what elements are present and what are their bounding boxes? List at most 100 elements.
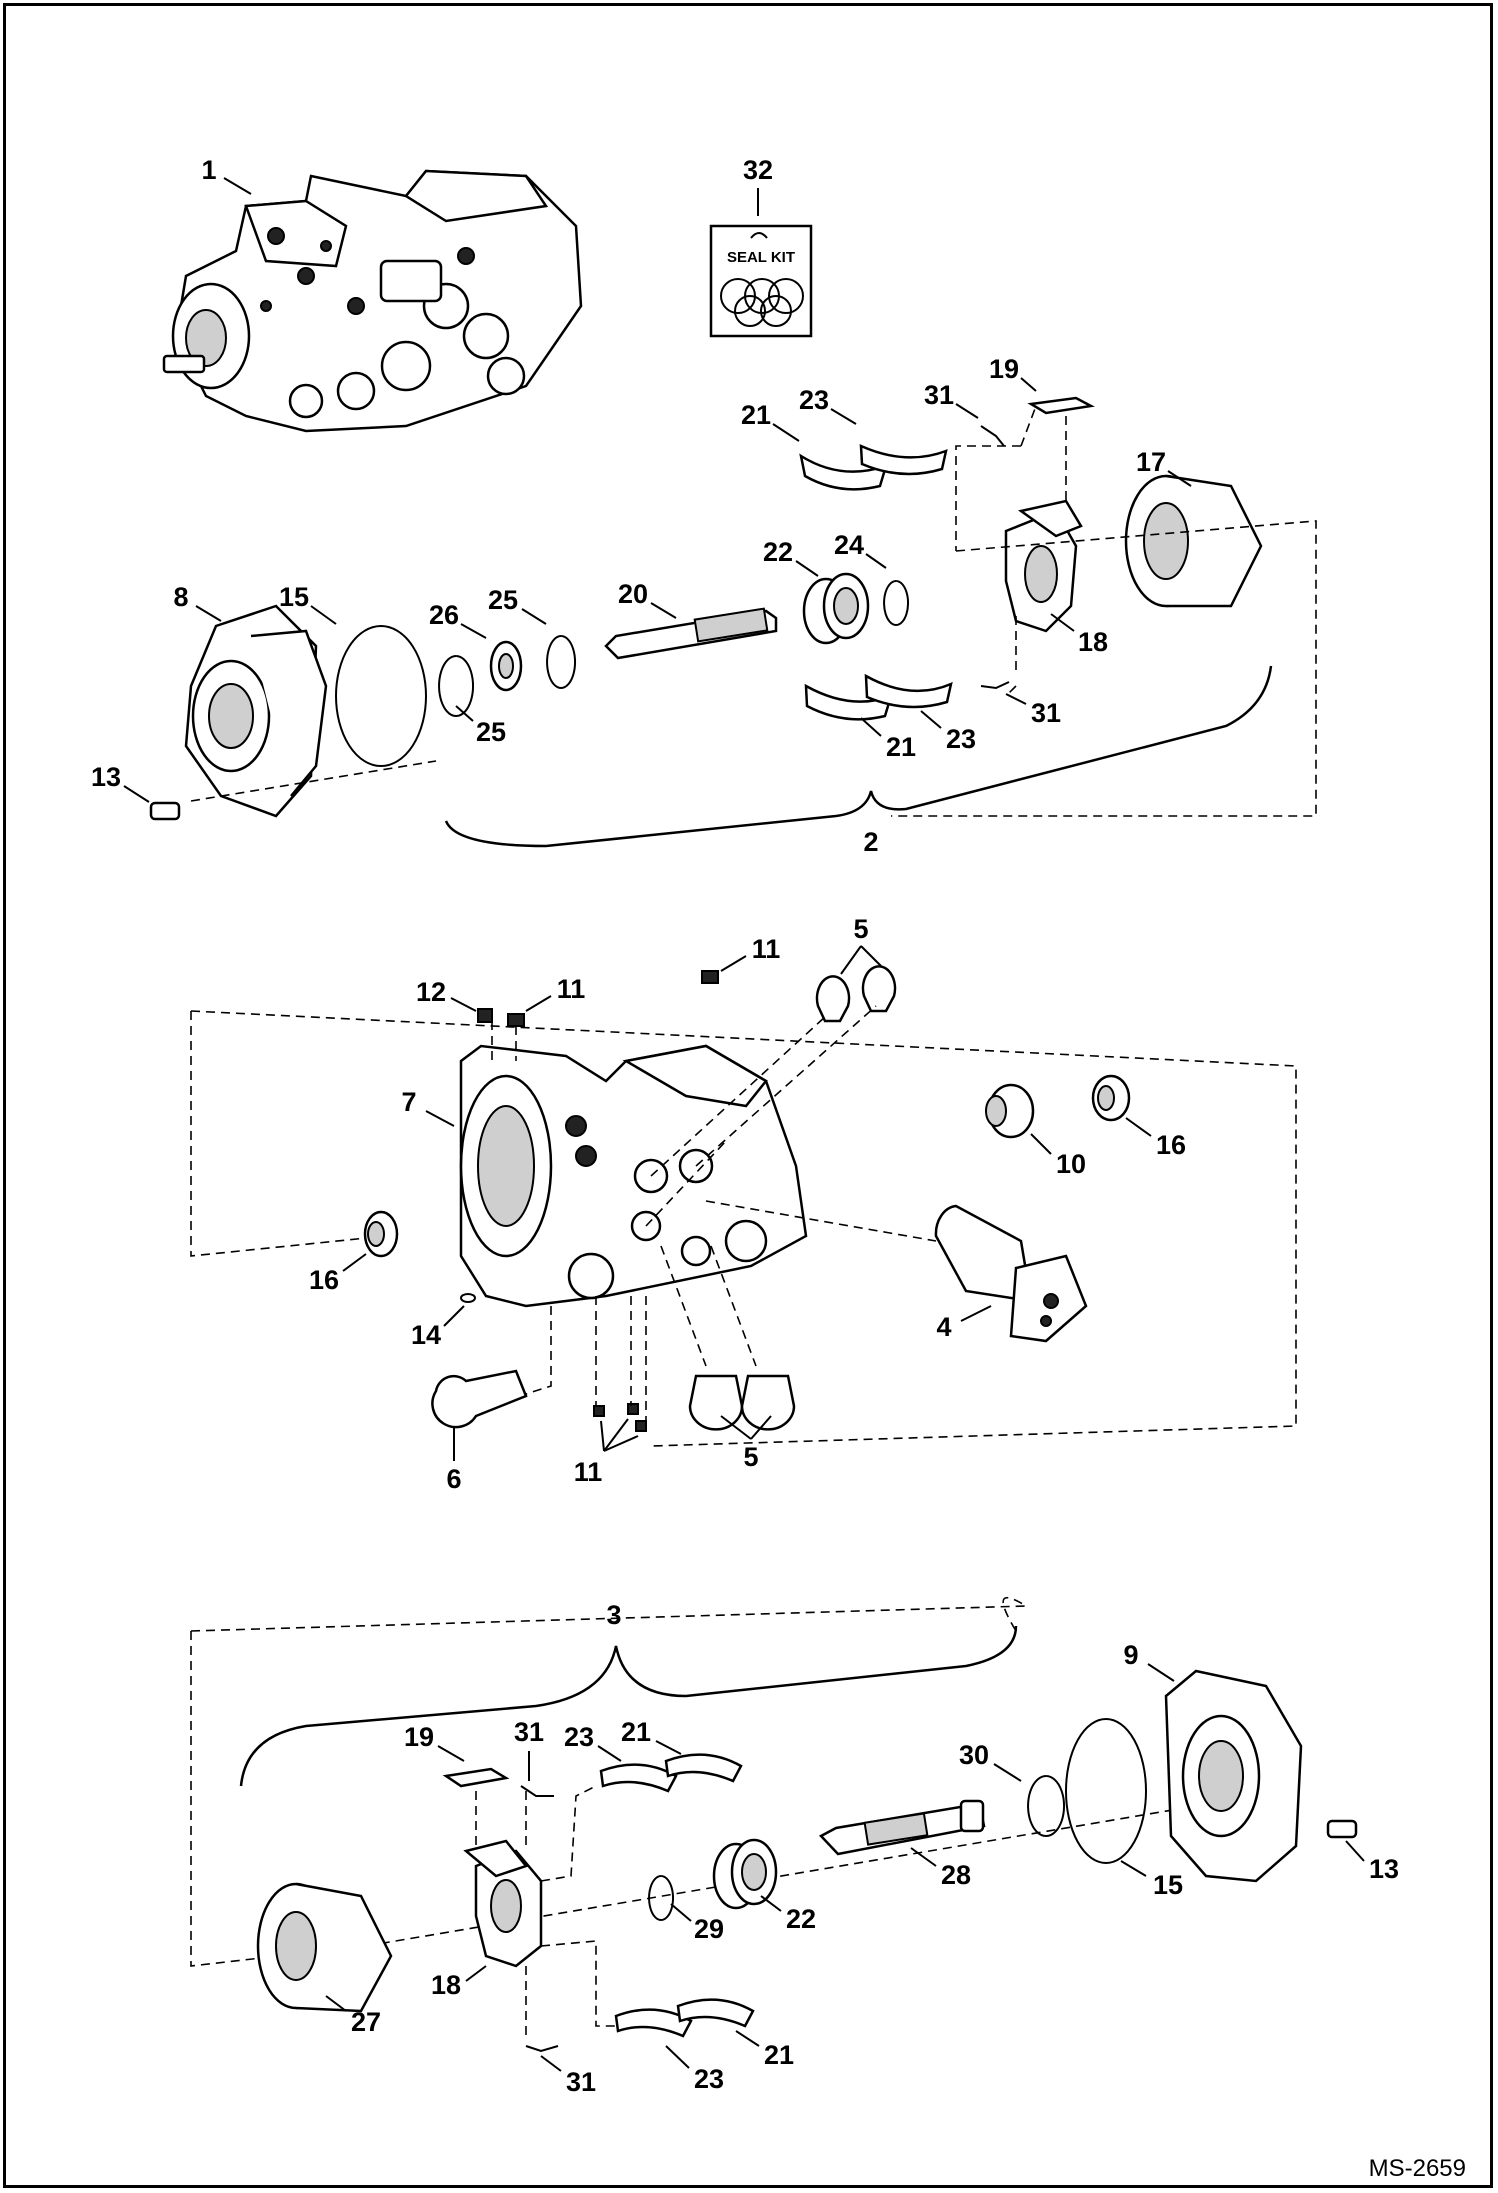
svg-text:21: 21 bbox=[741, 400, 771, 430]
svg-text:4: 4 bbox=[936, 1312, 951, 1342]
svg-text:27: 27 bbox=[351, 2007, 381, 2037]
svg-text:13: 13 bbox=[1369, 1854, 1399, 1884]
callout-5-lower: 5 bbox=[720, 1415, 772, 1472]
svg-text:21: 21 bbox=[621, 1717, 651, 1747]
callout-23-bottom: 23 bbox=[665, 2045, 724, 2094]
callout-21-mid: 21 bbox=[860, 717, 916, 762]
svg-text:23: 23 bbox=[564, 1722, 594, 1752]
callout-8: 8 bbox=[173, 582, 222, 622]
callout-2: 2 bbox=[863, 827, 878, 857]
callout-16-right: 16 bbox=[1125, 1117, 1186, 1160]
svg-text:12: 12 bbox=[416, 977, 446, 1007]
callout-9: 9 bbox=[1123, 1640, 1175, 1682]
svg-text:3: 3 bbox=[606, 1600, 621, 1630]
callout-22-upper: 22 bbox=[763, 537, 819, 577]
svg-text:16: 16 bbox=[309, 1265, 339, 1295]
callout-21-lower-top: 21 bbox=[621, 1717, 682, 1755]
main-housing-section bbox=[190, 965, 1297, 1447]
callout-31-upper: 31 bbox=[924, 380, 979, 419]
seal-kit-label: SEAL KIT bbox=[727, 249, 795, 266]
callout-23-upper: 23 bbox=[799, 385, 857, 425]
callout-25-upper: 25 bbox=[488, 585, 547, 625]
callout-21-upper: 21 bbox=[741, 400, 800, 442]
svg-text:22: 22 bbox=[763, 537, 793, 567]
callout-26: 26 bbox=[429, 600, 487, 639]
callout-31-bottom: 31 bbox=[540, 2055, 596, 2097]
svg-text:25: 25 bbox=[488, 585, 518, 615]
callout-21-bottom: 21 bbox=[735, 2030, 794, 2070]
callout-22-lower: 22 bbox=[760, 1895, 816, 1934]
svg-text:7: 7 bbox=[401, 1087, 416, 1117]
seal-kit-illustration: SEAL KIT bbox=[709, 224, 813, 338]
callout-1: 1 bbox=[201, 155, 252, 195]
svg-text:24: 24 bbox=[834, 530, 864, 560]
front-pump-section bbox=[149, 396, 1263, 821]
callout-18-lower: 18 bbox=[431, 1965, 487, 2000]
svg-text:19: 19 bbox=[989, 354, 1019, 384]
callout-11-lower: 11 bbox=[574, 1418, 639, 1487]
callout-3: 3 bbox=[606, 1600, 621, 1630]
callout-4: 4 bbox=[936, 1305, 992, 1342]
svg-text:20: 20 bbox=[618, 579, 648, 609]
svg-text:31: 31 bbox=[1031, 698, 1061, 728]
callout-13-upper: 13 bbox=[91, 762, 150, 803]
svg-text:11: 11 bbox=[574, 1457, 603, 1487]
svg-text:23: 23 bbox=[946, 724, 976, 754]
callout-16-left: 16 bbox=[309, 1253, 367, 1295]
group-2-outline bbox=[891, 520, 1317, 817]
svg-text:31: 31 bbox=[566, 2067, 596, 2097]
svg-text:23: 23 bbox=[694, 2064, 724, 2094]
callout-31-lower-top: 31 bbox=[514, 1717, 544, 1781]
callout-14: 14 bbox=[411, 1305, 465, 1350]
callout-7: 7 bbox=[401, 1087, 455, 1127]
drawing-reference: MS-2659 bbox=[1369, 2155, 1466, 2182]
callout-32: 32 bbox=[743, 155, 773, 216]
svg-text:21: 21 bbox=[886, 732, 916, 762]
callout-17: 17 bbox=[1136, 447, 1192, 487]
callout-15-lower: 15 bbox=[1120, 1860, 1183, 1900]
svg-text:30: 30 bbox=[959, 1740, 989, 1770]
svg-text:29: 29 bbox=[694, 1914, 724, 1944]
callout-10: 10 bbox=[1030, 1133, 1086, 1179]
svg-text:28: 28 bbox=[941, 1860, 971, 1890]
svg-text:13: 13 bbox=[91, 762, 121, 792]
callout-19-lower: 19 bbox=[404, 1722, 465, 1762]
callout-13-lower: 13 bbox=[1345, 1840, 1399, 1884]
callout-24: 24 bbox=[834, 530, 887, 569]
callouts: 1 32 19 31 23 21 17 8 15 26 25 20 22 24 … bbox=[91, 155, 1399, 2097]
svg-text:15: 15 bbox=[1153, 1870, 1183, 1900]
callout-15-upper: 15 bbox=[279, 582, 337, 625]
svg-text:18: 18 bbox=[1078, 627, 1108, 657]
diagram-frame: SEAL KIT bbox=[3, 3, 1493, 2188]
rear-pump-section bbox=[190, 1596, 1358, 2053]
pump-assembly-illustration bbox=[162, 169, 583, 433]
svg-text:9: 9 bbox=[1123, 1640, 1138, 1670]
svg-text:1: 1 bbox=[201, 155, 216, 185]
callout-25-lower: 25 bbox=[455, 705, 506, 747]
svg-text:10: 10 bbox=[1056, 1149, 1086, 1179]
svg-text:22: 22 bbox=[786, 1904, 816, 1934]
exploded-parts-diagram: SEAL KIT bbox=[91, 155, 1466, 2182]
callout-6: 6 bbox=[446, 1426, 462, 1494]
group-2-brace bbox=[444, 665, 1273, 848]
svg-text:26: 26 bbox=[429, 600, 459, 630]
svg-text:2: 2 bbox=[863, 827, 878, 857]
svg-text:11: 11 bbox=[557, 974, 586, 1004]
callout-27: 27 bbox=[325, 1995, 381, 2037]
svg-text:11: 11 bbox=[752, 934, 781, 964]
callout-28: 28 bbox=[910, 1847, 971, 1890]
callout-20: 20 bbox=[618, 579, 677, 619]
svg-text:17: 17 bbox=[1136, 447, 1166, 477]
svg-text:23: 23 bbox=[799, 385, 829, 415]
svg-text:6: 6 bbox=[446, 1464, 461, 1494]
callout-23-mid: 23 bbox=[920, 710, 976, 754]
group-3-brace bbox=[239, 1625, 1018, 1787]
callout-19-upper: 19 bbox=[989, 354, 1037, 392]
svg-text:31: 31 bbox=[924, 380, 954, 410]
svg-text:15: 15 bbox=[279, 582, 309, 612]
svg-text:32: 32 bbox=[743, 155, 773, 185]
svg-text:8: 8 bbox=[173, 582, 188, 612]
svg-text:16: 16 bbox=[1156, 1130, 1186, 1160]
svg-text:21: 21 bbox=[764, 2040, 794, 2070]
svg-text:5: 5 bbox=[853, 914, 868, 944]
